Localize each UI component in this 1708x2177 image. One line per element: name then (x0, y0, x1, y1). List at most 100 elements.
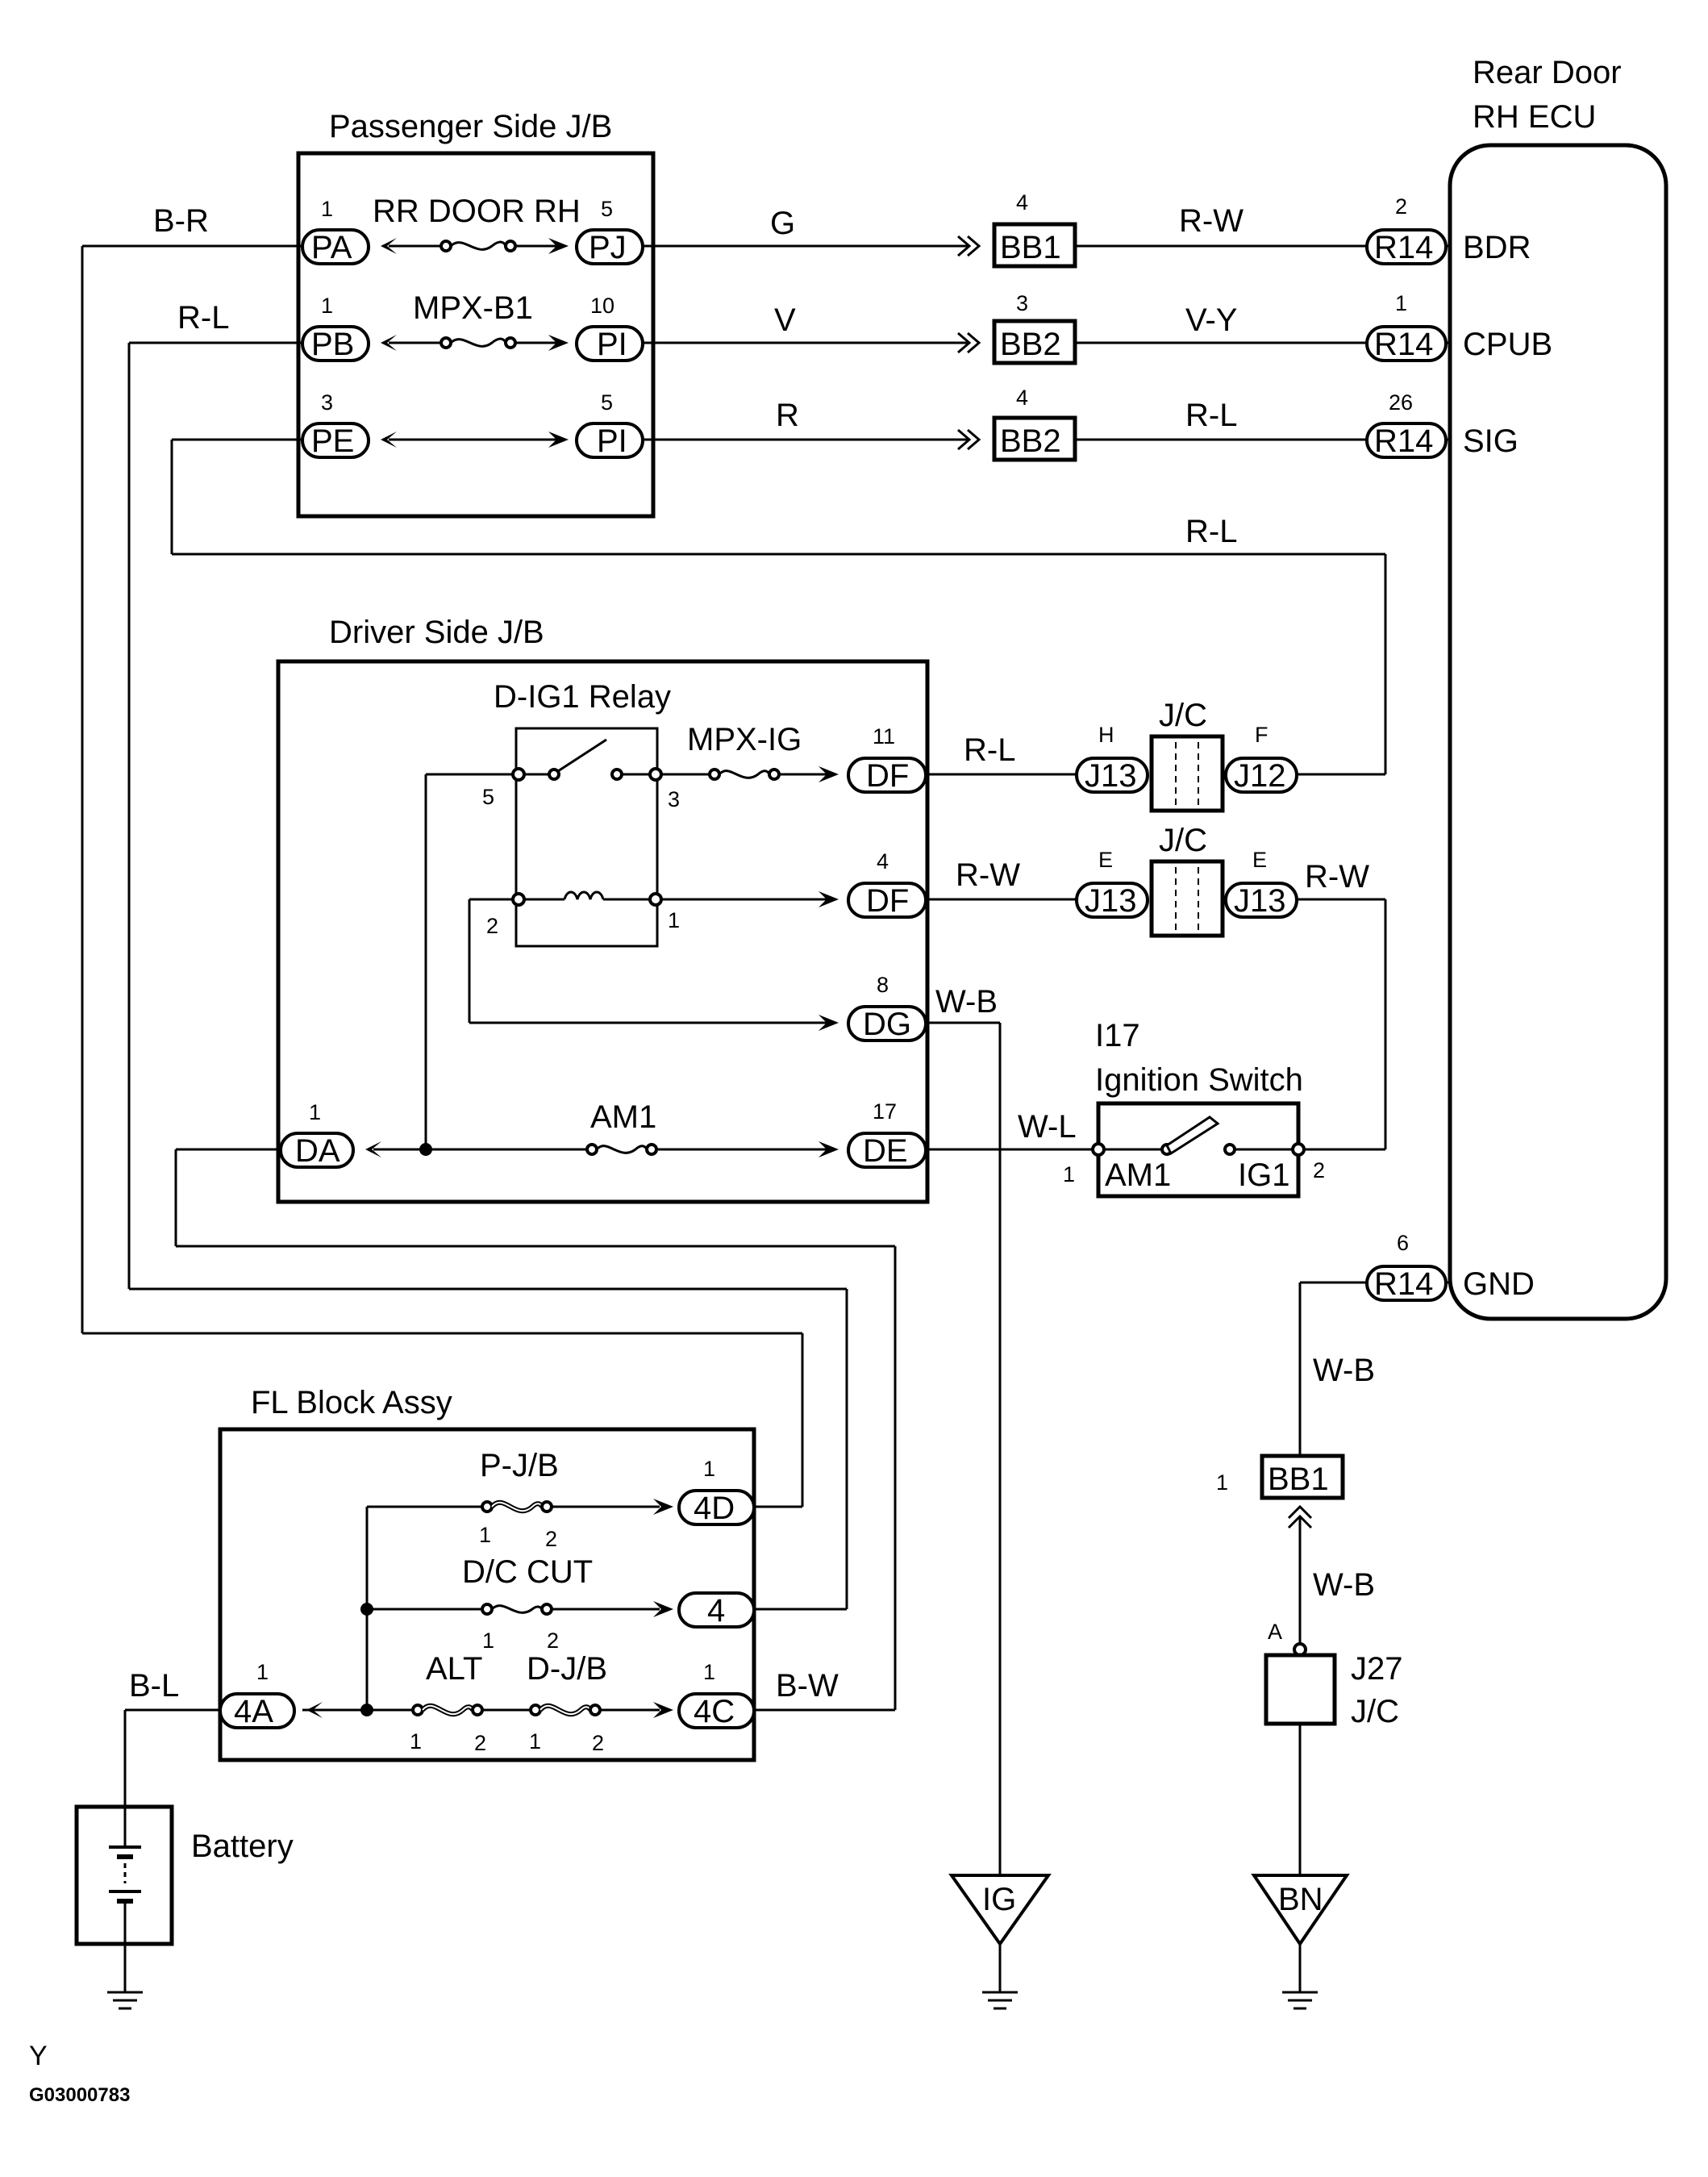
connector-j13-a (1075, 757, 1149, 794)
wire-r-w-1: R-W (1179, 203, 1244, 239)
connector-4a-label: 4A (234, 1694, 273, 1729)
wire-b-l: B-L (129, 1668, 179, 1704)
connector-4-label: 4 (707, 1593, 725, 1629)
jc-b-label: J/C (1159, 823, 1207, 858)
connector-pe (301, 422, 370, 459)
ground-ig-symbol (948, 1874, 1052, 1947)
pin-dg: 8 (877, 973, 889, 997)
pin-pjb-2: 2 (545, 1527, 557, 1551)
wire-w-b-2: W-B (1313, 1353, 1375, 1388)
connector-4 (677, 1591, 756, 1629)
fuse-mpx-ig: MPX-IG (687, 722, 802, 757)
connector-pi-1-label: PI (597, 327, 627, 362)
connector-j13-b (1075, 882, 1149, 919)
ign-term-ig1: IG1 (1238, 1157, 1289, 1193)
pin-alt-1: 1 (410, 1729, 422, 1754)
fuse-mpx-b1: MPX-B1 (413, 290, 533, 326)
pin-df-1: 11 (873, 724, 895, 749)
wire-w-l: W-L (1018, 1109, 1077, 1145)
footer-code: G03000783 (29, 2084, 130, 2106)
footer-y: Y (29, 2041, 48, 2071)
ecu-label-1: Rear Door (1473, 55, 1622, 90)
ecu-box (1448, 143, 1668, 1321)
relay-label: D-IG1 Relay (494, 679, 671, 715)
wire-b-r: B-R (153, 203, 209, 239)
pin-j-e-2: E (1252, 848, 1267, 872)
pin-pe: 3 (321, 390, 333, 415)
connector-df-2-label: DF (866, 883, 909, 919)
ground-bn-symbol (1251, 1874, 1350, 1947)
connector-4d (677, 1489, 756, 1526)
relay-box (514, 727, 659, 948)
fl-block-box (218, 1427, 756, 1762)
pin-j-h: H (1098, 723, 1114, 747)
pin-df-2: 4 (877, 849, 889, 874)
wire-r-l-1: R-L (177, 300, 229, 336)
connector-pj-label: PJ (589, 230, 627, 265)
connector-j13-c-label: J13 (1234, 883, 1286, 919)
connector-r14-d-label: R14 (1374, 1266, 1433, 1302)
pin-4c: 1 (703, 1660, 715, 1684)
connector-bb2-b-label: BB2 (1000, 423, 1061, 459)
connector-pa (301, 228, 370, 265)
jc-a-label: J/C (1159, 698, 1207, 733)
driver-jb-box (276, 659, 930, 1204)
wire-w-b-1: W-B (935, 984, 998, 1020)
fuse-d-jb: D-J/B (527, 1651, 607, 1687)
relay-pin-1: 1 (668, 908, 680, 932)
pin-bb1-a: 4 (1016, 190, 1028, 215)
connector-de-label: DE (863, 1133, 908, 1169)
fuse-p-jb: P-J/B (480, 1448, 559, 1483)
pin-r14-b: 1 (1395, 291, 1407, 315)
ign-pin-1: 1 (1063, 1162, 1075, 1187)
connector-da-label: DA (295, 1133, 340, 1169)
ign-term-am1: AM1 (1105, 1157, 1171, 1193)
connector-r14-a-label: R14 (1374, 230, 1433, 265)
ign-pin-2: 2 (1313, 1158, 1325, 1182)
ignition-ref: I17 (1095, 1018, 1140, 1053)
connector-bb2-a-label: BB2 (1000, 327, 1061, 362)
connector-dg-label: DG (863, 1007, 911, 1042)
connector-pe-label: PE (311, 423, 354, 459)
wire-r-l-4: R-L (964, 732, 1015, 768)
connector-bb1-a-label: BB1 (1000, 230, 1061, 265)
pin-bb2-a: 3 (1016, 291, 1028, 315)
pin-pa: 1 (321, 197, 333, 221)
ecu-term-sig: SIG (1463, 423, 1518, 459)
connector-pi-2-label: PI (597, 423, 627, 459)
connector-r14-c-label: R14 (1374, 423, 1433, 459)
connector-j13-b-label: J13 (1085, 883, 1137, 919)
connector-pa-label: PA (311, 230, 352, 265)
pin-pb: 1 (321, 294, 333, 318)
pin-pi-1: 10 (590, 294, 614, 318)
pin-r14-c: 26 (1389, 390, 1413, 415)
pin-j27-a: A (1268, 1620, 1282, 1644)
wire-v: V (774, 302, 796, 338)
pin-j-f: F (1255, 723, 1269, 747)
wire-g: G (770, 206, 795, 241)
pin-r14-d: 6 (1397, 1231, 1409, 1255)
connector-4d-label: 4D (694, 1491, 735, 1526)
wire-r-l-3: R-L (1185, 514, 1237, 549)
ecu-term-cpub: CPUB (1463, 327, 1552, 362)
battery-label: Battery (191, 1829, 294, 1864)
fuse-rr-door-rh: RR DOOR RH (373, 194, 581, 229)
pin-alt-2: 2 (474, 1731, 486, 1755)
wire-v-y: V-Y (1185, 302, 1237, 338)
connector-4c-label: 4C (694, 1694, 735, 1729)
connector-pb-label: PB (311, 327, 354, 362)
ground-bn-label: BN (1278, 1882, 1323, 1917)
connector-bb1-b-label: BB1 (1268, 1462, 1329, 1497)
wire-w-b-3: W-B (1313, 1567, 1375, 1603)
passenger-jb-box (296, 151, 656, 519)
pin-dc-1: 1 (482, 1629, 494, 1653)
wire-r-w-3: R-W (1305, 859, 1369, 895)
pin-bb1-b: 1 (1216, 1470, 1228, 1495)
ecu-term-gnd: GND (1463, 1266, 1535, 1302)
pin-pj: 5 (601, 197, 613, 221)
pin-4d: 1 (703, 1457, 715, 1481)
connector-j13-a-label: J13 (1085, 758, 1137, 794)
connector-j12-label: J12 (1234, 758, 1286, 794)
connector-da (279, 1132, 355, 1169)
